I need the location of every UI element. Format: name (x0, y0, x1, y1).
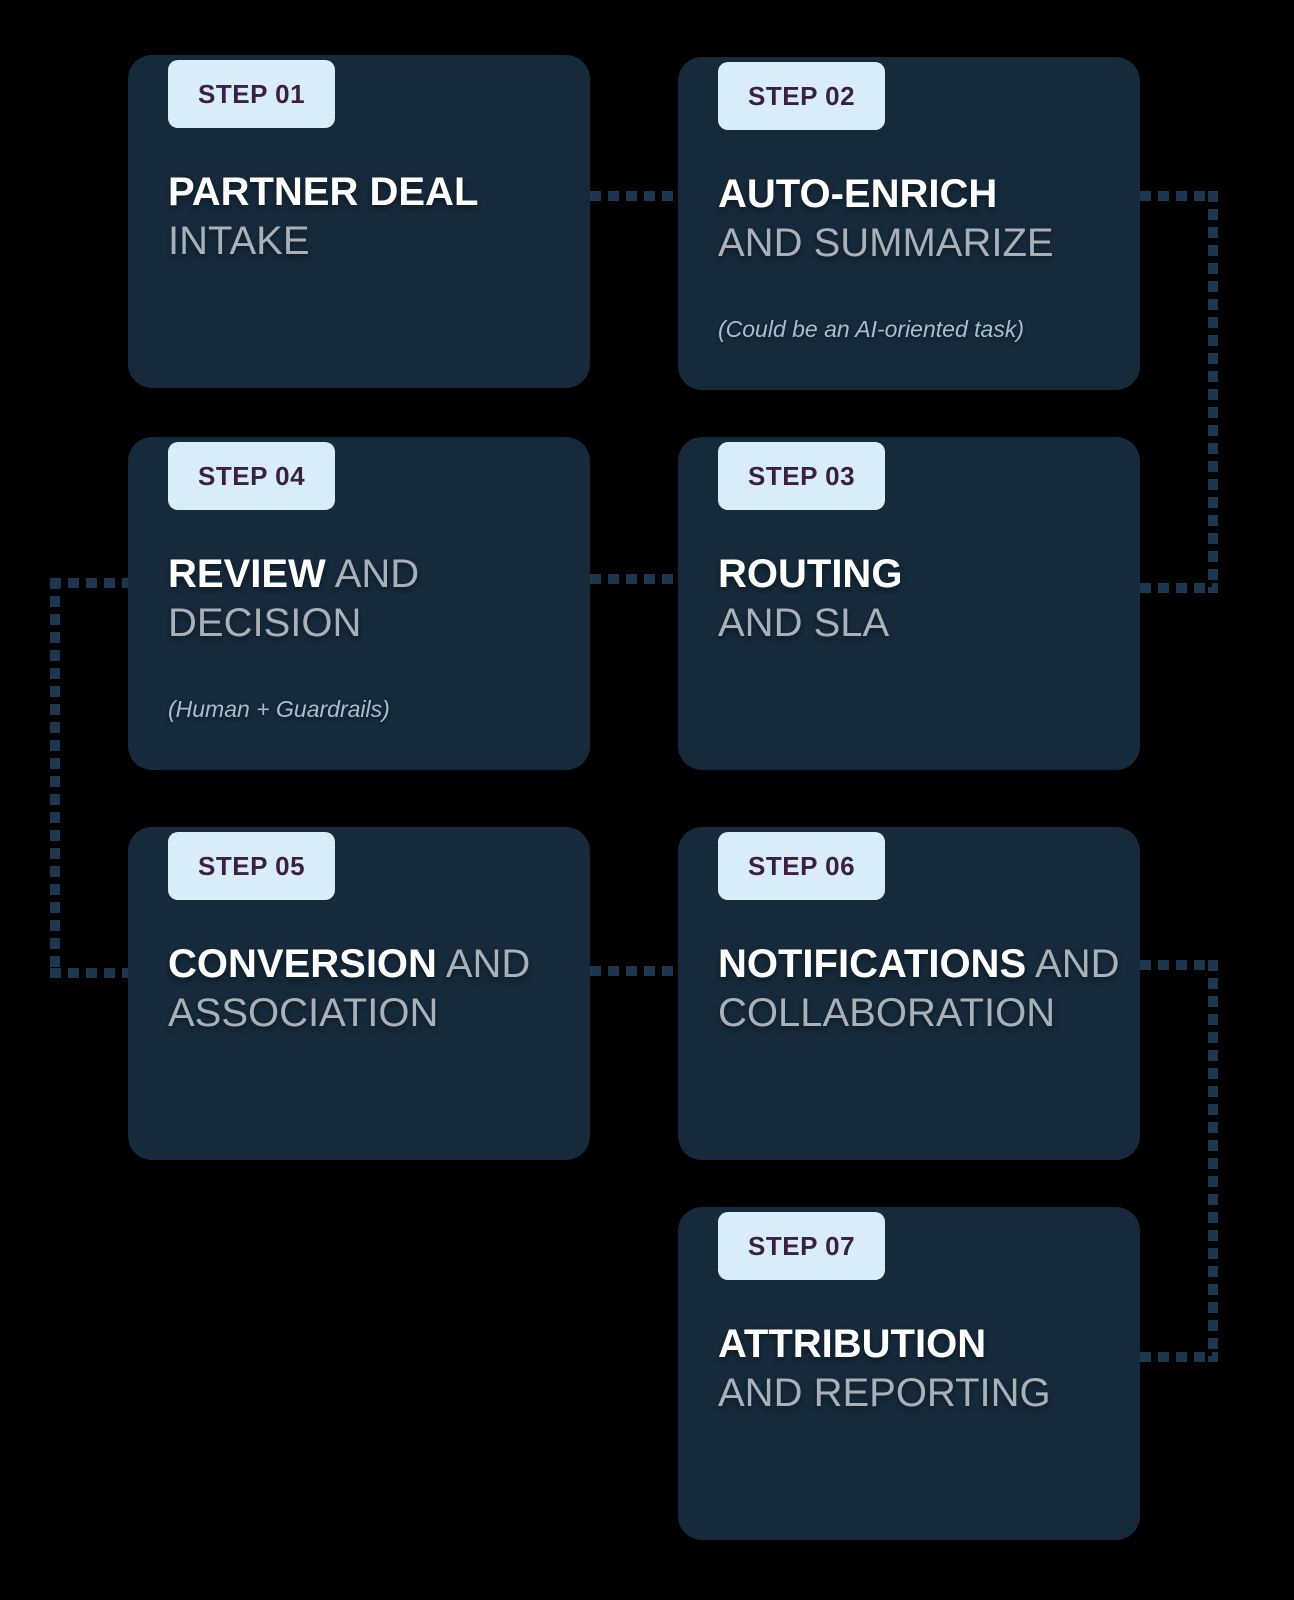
step-badge-label: STEP 03 (748, 461, 856, 491)
title-muted-text: ASSOCIATION (168, 990, 439, 1035)
connector-02-03-top (1140, 191, 1218, 201)
connector-02-03-vertical (1208, 191, 1218, 593)
title-muted-text: COLLABORATION (718, 990, 1056, 1035)
step-title-line: ASSOCIATION (168, 989, 550, 1038)
step-title-line: REVIEW AND (168, 550, 550, 599)
step-badge-01: STEP 01 (168, 60, 336, 128)
title-muted-text: AND SLA (718, 600, 890, 645)
title-strong-text: PARTNER DEAL (168, 170, 479, 214)
step-title-06: NOTIFICATIONS AND COLLABORATION (718, 940, 1119, 1038)
step-title-line: ATTRIBUTION (718, 1320, 1100, 1369)
step-badge-label: STEP 05 (198, 851, 306, 881)
step-title-03: ROUTING AND SLA (718, 550, 1100, 648)
connector-01-02 (590, 191, 678, 201)
connector-06-07-vertical (1208, 960, 1218, 1362)
step-badge-06: STEP 06 (718, 832, 886, 900)
step-title-line: AUTO-ENRICH (718, 170, 1100, 219)
title-strong-text: NOTIFICATIONS (718, 942, 1027, 986)
title-muted-text: INTAKE (168, 218, 310, 263)
connector-06-07-top (1140, 960, 1218, 970)
step-title-02: AUTO-ENRICH AND SUMMARIZE (718, 170, 1100, 268)
step-title-line: ROUTING (718, 550, 1100, 599)
step-title-line: AND SUMMARIZE (718, 219, 1100, 268)
title-muted-text: AND (1026, 942, 1120, 986)
step-badge-label: STEP 04 (198, 461, 306, 491)
connector-04-05-bottom (50, 968, 128, 978)
step-title-04: REVIEW AND DECISION (168, 550, 550, 648)
step-card-03: STEP 03 ROUTING AND SLA (678, 437, 1140, 770)
step-badge-03: STEP 03 (718, 442, 886, 510)
step-badge-label: STEP 02 (748, 81, 856, 111)
step-title-line: PARTNER DEAL (168, 168, 550, 217)
title-strong-text: ROUTING (718, 552, 903, 596)
step-title-line: INTAKE (168, 217, 550, 266)
step-title-line: CONVERSION AND (168, 940, 550, 989)
step-badge-04: STEP 04 (168, 442, 336, 510)
step-title-05: CONVERSION AND ASSOCIATION (168, 940, 550, 1038)
step-card-04: STEP 04 REVIEW AND DECISION (Human + Gua… (128, 437, 590, 770)
step-title-line: DECISION (168, 599, 550, 648)
step-title-07: ATTRIBUTION AND REPORTING (718, 1320, 1100, 1418)
step-card-07: STEP 07 ATTRIBUTION AND REPORTING (678, 1207, 1140, 1540)
step-card-05: STEP 05 CONVERSION AND ASSOCIATION (128, 827, 590, 1160)
step-badge-07: STEP 07 (718, 1212, 886, 1280)
step-note-02: (Could be an AI-oriented task) (718, 315, 1024, 342)
title-muted-text: AND (325, 552, 420, 596)
step-note-04: (Human + Guardrails) (168, 695, 390, 722)
step-title-line: COLLABORATION (718, 989, 1100, 1038)
connector-02-03-bottom (1140, 583, 1218, 593)
title-strong-text: CONVERSION (168, 942, 437, 986)
step-badge-05: STEP 05 (168, 832, 336, 900)
connector-05-06 (590, 966, 678, 976)
title-strong-text: REVIEW (168, 552, 326, 596)
connector-06-07-bottom (1140, 1352, 1218, 1362)
step-title-line: AND SLA (718, 599, 1100, 648)
connector-04-05-top (50, 578, 128, 588)
title-strong-text: AUTO-ENRICH (718, 172, 998, 216)
title-muted-text: AND SUMMARIZE (718, 220, 1054, 265)
step-card-01: STEP 01 PARTNER DEAL INTAKE (128, 55, 590, 388)
title-muted-text: DECISION (168, 600, 362, 645)
step-badge-label: STEP 01 (198, 79, 306, 109)
step-title-line: AND REPORTING (718, 1369, 1100, 1418)
step-badge-label: STEP 06 (748, 851, 856, 881)
step-title-01: PARTNER DEAL INTAKE (168, 168, 550, 266)
step-card-06: STEP 06 NOTIFICATIONS AND COLLABORATION (678, 827, 1140, 1160)
step-badge-label: STEP 07 (748, 1231, 856, 1261)
step-card-02: STEP 02 AUTO-ENRICH AND SUMMARIZE (Could… (678, 57, 1140, 390)
connector-03-04 (590, 574, 678, 584)
title-muted-text: AND REPORTING (718, 1370, 1051, 1415)
step-badge-02: STEP 02 (718, 62, 886, 130)
connector-04-05-vertical (50, 578, 60, 978)
step-title-line: NOTIFICATIONS AND (718, 940, 1119, 989)
title-muted-text: AND (436, 942, 531, 986)
title-strong-text: ATTRIBUTION (718, 1322, 987, 1366)
